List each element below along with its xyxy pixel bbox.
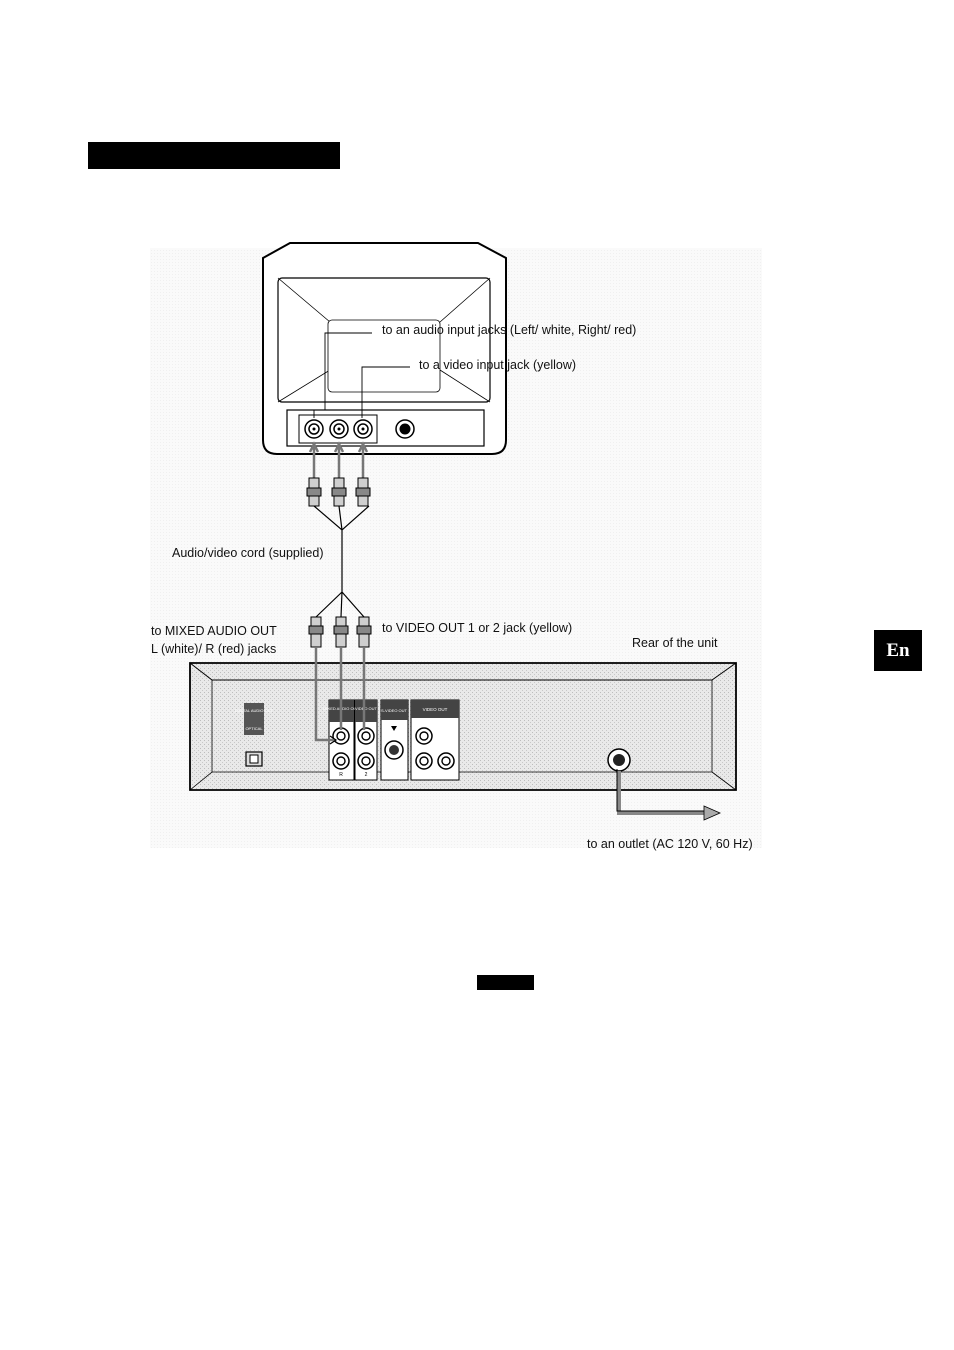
tv-audio-right-jack — [329, 419, 349, 439]
component-pb-jack — [415, 752, 433, 770]
s-video-jack — [384, 740, 404, 760]
language-tab-label: En — [886, 639, 910, 661]
dvd-unit-rear: DIGITAL AUDIO OUT OPTICAL MIXED AUDIO OU… — [189, 662, 737, 791]
audio-l-cord — [314, 647, 335, 742]
power-inlet — [607, 748, 631, 772]
label-rear-of-unit: Rear of the unit — [632, 636, 718, 650]
power-cord — [617, 771, 706, 815]
optical-label: OPTICAL — [245, 726, 263, 731]
lower-plugs — [308, 616, 372, 648]
mixed-audio-l-jack — [332, 727, 350, 745]
label-av-cord: Audio/video cord (supplied) — [172, 546, 324, 560]
label-outlet: to an outlet (AC 120 V, 60 Hz) — [587, 837, 753, 851]
unit-top-bevel — [189, 662, 737, 681]
label-tv-video-input: to a video input jack (yellow) — [419, 358, 577, 372]
component-video-label: VIDEO OUT — [423, 707, 448, 712]
digital-audio-label: DIGITAL AUDIO OUT — [235, 708, 274, 713]
component-pr-jack — [437, 752, 455, 770]
section-heading-bar — [88, 142, 340, 169]
av-cord — [313, 505, 370, 618]
label-mixed-audio-line1: to MIXED AUDIO OUT — [151, 624, 277, 638]
upper-plugs — [306, 441, 371, 507]
label-video-out: to VIDEO OUT 1 or 2 jack (yellow) — [382, 621, 573, 635]
tv-screen-inner — [327, 319, 441, 393]
label-mixed-audio-line2: L (white)/ R (red) jacks — [151, 642, 277, 656]
language-tab: En — [874, 630, 922, 671]
power-arrow-icon — [703, 805, 721, 821]
video-out-2-jack — [357, 752, 375, 770]
tv-audio-leader — [313, 332, 372, 418]
tv-screen-bevel — [277, 277, 491, 403]
jack-2-label: 2 — [365, 772, 368, 778]
unit-outline — [189, 662, 737, 791]
video-out-1-jack — [357, 727, 375, 745]
tv-s-video-jack — [395, 419, 415, 439]
s-video-label: S-VIDEO OUT — [381, 708, 408, 713]
label-tv-audio-input: to an audio input jacks (Left/ white, Ri… — [382, 323, 637, 337]
video-out-12-label: VIDEO OUT — [355, 706, 378, 711]
jack-r-label: R — [339, 772, 343, 778]
tv-video-leader — [361, 366, 410, 418]
tv-video-jack — [353, 419, 373, 439]
mixed-audio-r-jack — [332, 752, 350, 770]
component-y-jack — [415, 727, 433, 745]
digital-audio-block — [244, 703, 264, 735]
television — [262, 242, 507, 455]
tv-audio-left-jack — [304, 419, 324, 439]
note-heading-bar — [477, 975, 534, 990]
